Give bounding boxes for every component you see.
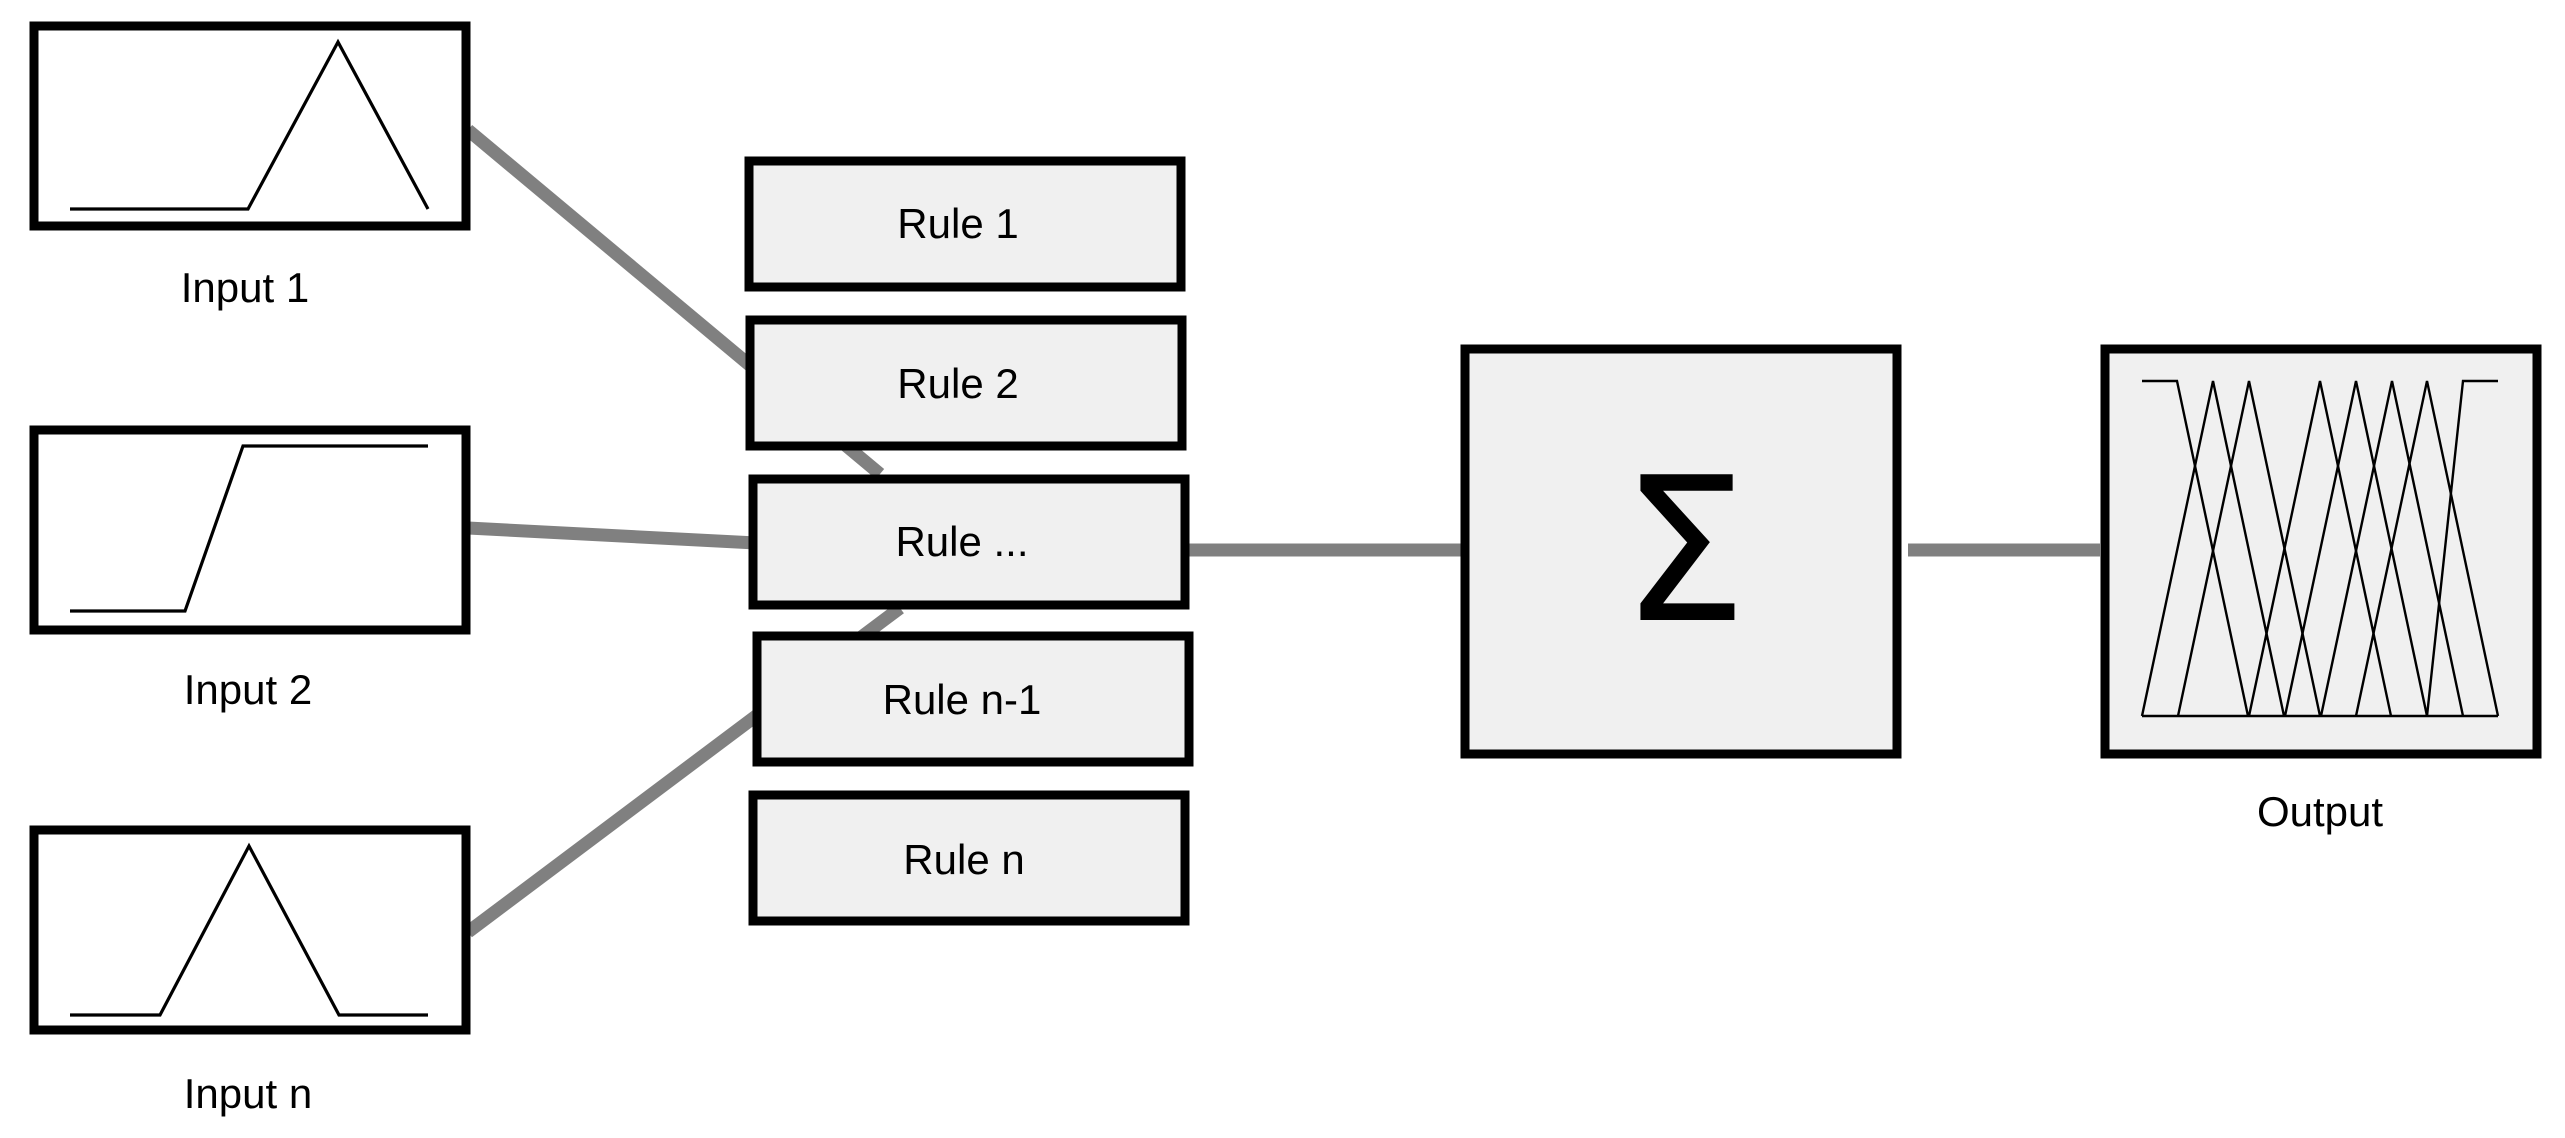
output-mf-8 [2425, 379, 2498, 717]
rule-n-minus-1-box [752, 631, 1194, 767]
output-mf-4 [2247, 380, 2393, 717]
output-membership-functions [2140, 379, 2500, 718]
input-n-box [29, 825, 471, 1035]
aggregator-box [1460, 344, 1902, 759]
output-mf-3 [2176, 380, 2322, 717]
input-n-membership-function [70, 842, 428, 1017]
rule-1-label: Rule 1 [897, 200, 1018, 247]
output-mf-5 [2283, 380, 2429, 717]
input-1-membership-function [70, 38, 430, 211]
input-n-block: Input n [29, 825, 471, 1117]
input-2-box [29, 425, 471, 635]
output-mf-7 [2354, 380, 2500, 717]
input-1-block: Input 1 [29, 21, 471, 311]
rule-2: Rule 2 [745, 315, 1187, 451]
input-1-label: Input 1 [181, 264, 309, 311]
output-label: Output [2257, 788, 2383, 835]
rule-ellipsis-label: Rule ... [895, 518, 1028, 565]
rule-n-label: Rule n [903, 836, 1024, 883]
rule-1: Rule 1 [744, 156, 1186, 292]
rule-1-box [744, 156, 1186, 292]
rule-2-box [745, 315, 1187, 451]
input-n-label: Input n [184, 1070, 312, 1117]
input-2-membership-function [70, 444, 428, 613]
output-mf-1 [2142, 379, 2250, 717]
rule-n-minus-1-label: Rule n-1 [883, 676, 1042, 723]
aggregator-block: Σ [1460, 344, 1902, 759]
rule-ellipsis-box [748, 474, 1190, 610]
input-2-label: Input 2 [184, 666, 312, 713]
rule-ellipsis: Rule ... [748, 474, 1190, 610]
rule-n-box [748, 790, 1190, 926]
input-1-box [29, 21, 471, 231]
output-mf-2 [2140, 380, 2286, 717]
rule-base: Rule 1 Rule 2 Rule ... Rule n-1 Rule n [744, 156, 1194, 926]
input-2-block: Input 2 [29, 425, 471, 713]
rule-n: Rule n [748, 790, 1190, 926]
connector-input2-rule [467, 521, 757, 550]
rule-n-minus-1: Rule n-1 [752, 631, 1194, 767]
rule-2-label: Rule 2 [897, 360, 1018, 407]
sigma-symbol: Σ [1621, 435, 1747, 668]
output-block: Output [2100, 344, 2542, 835]
